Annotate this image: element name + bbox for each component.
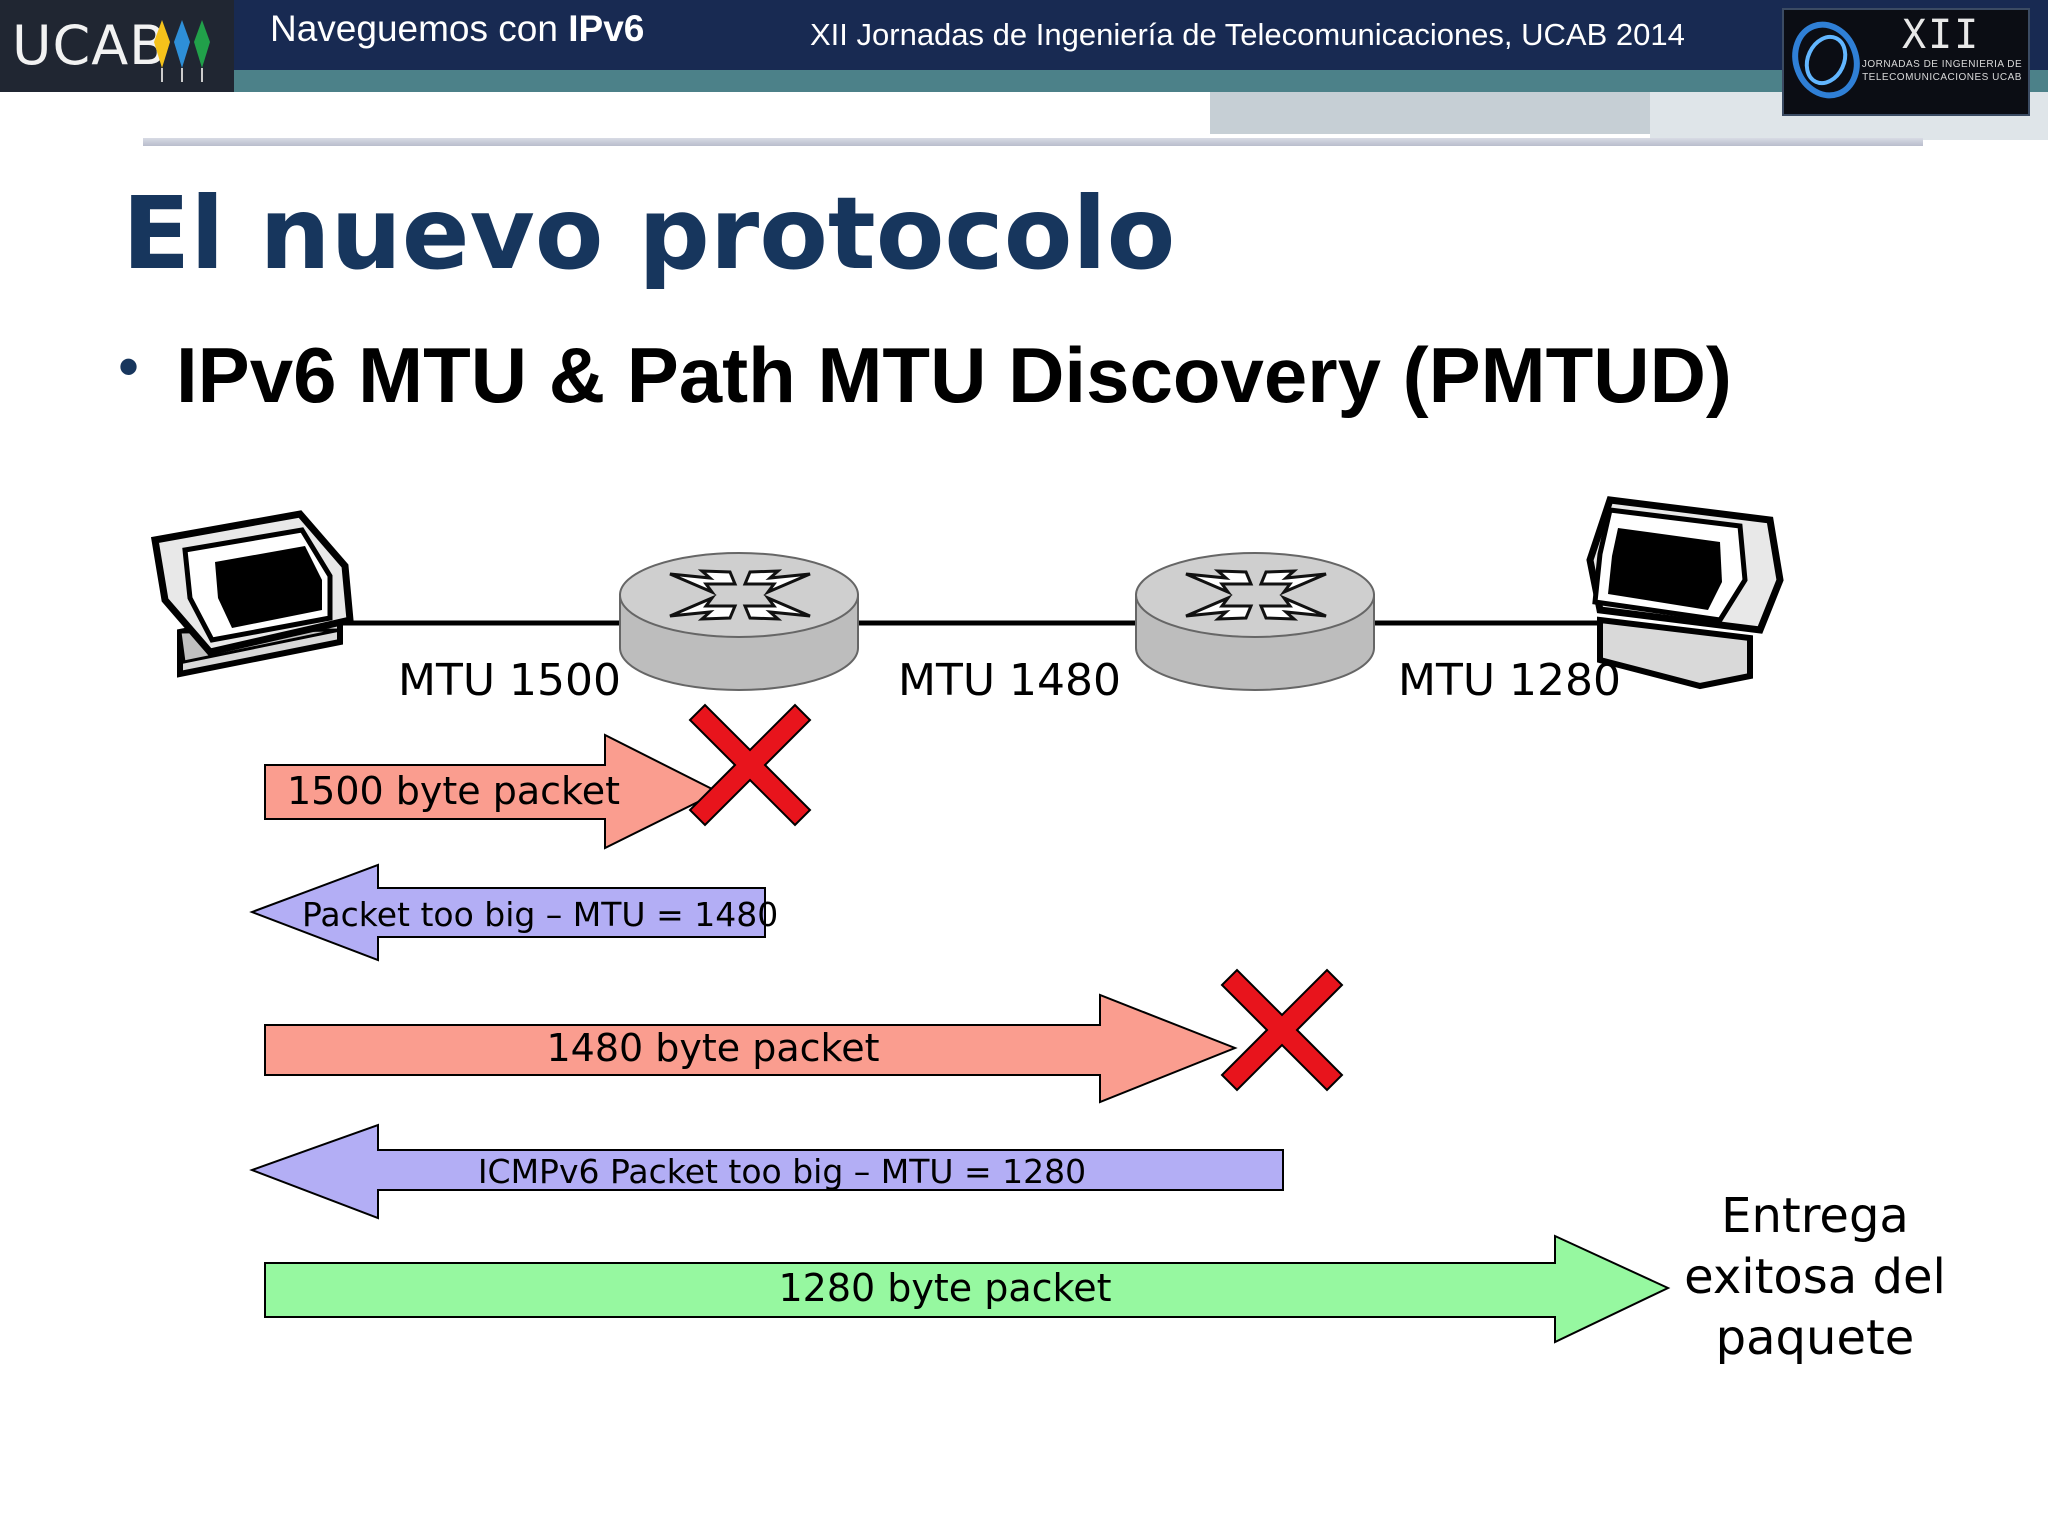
delivery-note-line-1: Entrega bbox=[1721, 1188, 1909, 1244]
header-stripe bbox=[0, 70, 2048, 92]
delivery-note: Entrega exitosa del paquete bbox=[1684, 1188, 1946, 1366]
drop-x-icon bbox=[1220, 968, 1344, 1092]
mtu-label-1: MTU 1500 bbox=[398, 655, 621, 706]
computer-icon bbox=[150, 510, 354, 678]
packet-label-too-big-1480: Packet too big – MTU = 1480 bbox=[302, 895, 778, 934]
header-title-prefix: Naveguemos con bbox=[270, 8, 569, 49]
packet-arrow-1500 bbox=[264, 733, 721, 850]
mtu-label-3: MTU 1280 bbox=[1398, 655, 1621, 706]
computer-icon bbox=[1586, 496, 1784, 690]
header-title: Naveguemos con IPv6 bbox=[270, 8, 644, 50]
event-logo: XII JORNADAS DE INGENIERIA DE TELECOMUNI… bbox=[1782, 8, 2030, 116]
ucab-logo: UCAB bbox=[0, 0, 234, 92]
ucab-logo-text: UCAB bbox=[12, 14, 168, 77]
packet-label-1500: 1500 byte packet bbox=[287, 769, 620, 813]
packet-label-too-big-1280: ICMPv6 Packet too big – MTU = 1280 bbox=[478, 1152, 1086, 1191]
mtu-label-2: MTU 1480 bbox=[898, 655, 1121, 706]
page-title: El nuevo protocolo bbox=[122, 175, 1176, 292]
packet-label-1280: 1280 byte packet bbox=[779, 1266, 1112, 1310]
packet-arrow-1480 bbox=[264, 993, 1238, 1104]
packet-label-1480: 1480 byte packet bbox=[547, 1026, 880, 1070]
header-title-bold: IPv6 bbox=[568, 8, 645, 49]
bullet-text: IPv6 MTU & Path MTU Discovery (PMTUD) bbox=[176, 331, 1732, 419]
delivery-note-line-3: paquete bbox=[1716, 1310, 1915, 1366]
bullet-dot: • bbox=[118, 333, 140, 400]
pmtud-diagram: MTU 1500 MTU 1480 MTU 1280 1500 byte pac… bbox=[150, 496, 1946, 1366]
slide-header: UCAB Naveguemos con IPv6 XII Jornadas de… bbox=[0, 0, 2048, 146]
packet-arrow-too-big-1480 bbox=[249, 863, 766, 962]
packet-arrow-too-big-1280 bbox=[249, 1123, 1284, 1220]
header-rule bbox=[143, 138, 1923, 146]
header-band bbox=[0, 0, 2048, 70]
drop-x-icon bbox=[688, 703, 812, 827]
event-logo-mark: XII bbox=[1902, 12, 1981, 58]
packet-arrow-1280 bbox=[264, 1234, 1671, 1344]
header-event-text: XII Jornadas de Ingeniería de Telecomuni… bbox=[810, 17, 1685, 52]
delivery-note-line-2: exitosa del bbox=[1684, 1249, 1946, 1305]
ucab-logo-mark bbox=[154, 20, 210, 82]
router-icon bbox=[619, 552, 859, 691]
event-logo-caption: JORNADAS DE INGENIERIA DE TELECOMUNICACI… bbox=[1861, 59, 2023, 83]
swirl-icon bbox=[1792, 21, 1860, 99]
router-icon bbox=[1135, 552, 1375, 691]
